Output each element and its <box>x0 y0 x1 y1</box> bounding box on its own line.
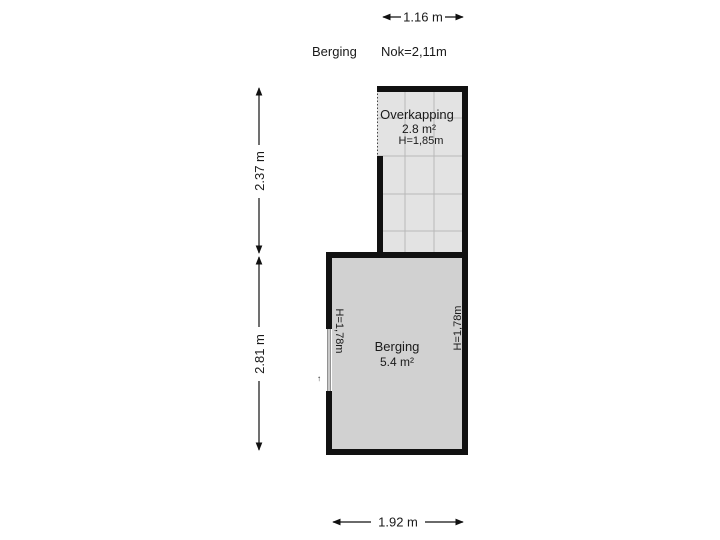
overkapping-height: H=1,85m <box>399 135 444 147</box>
wall-left-lower-top <box>326 252 332 329</box>
left-upper-height-dimension: 2.37 m <box>252 87 267 254</box>
wall-right-lower <box>462 252 468 455</box>
overkapping-floor <box>377 90 464 254</box>
wall-left-upper <box>377 156 383 256</box>
wall-left-lower-bottom <box>326 391 332 455</box>
berging-height-left: H=1,78m <box>333 309 345 354</box>
top-width-dimension: 1.16 m <box>382 10 464 25</box>
berging-name: Berging <box>375 339 420 354</box>
room-overkapping: Overkapping 2.8 m² H=1,85m <box>377 86 468 258</box>
left-upper-height-label: 2.37 m <box>252 151 267 191</box>
overkapping-area: 2.8 m² <box>402 122 436 136</box>
berging-area: 5.4 m² <box>380 355 414 369</box>
bottom-width-dimension: 1.92 m <box>332 515 464 530</box>
berging-height-right: H=1,78m <box>452 306 464 351</box>
wall-right-upper <box>462 86 468 258</box>
wall-middle <box>326 252 468 258</box>
door-arrow-icon: ↑ <box>317 374 321 383</box>
bottom-width-label: 1.92 m <box>378 515 418 530</box>
floor-name-label: Berging <box>312 44 357 59</box>
room-berging: ↑ Berging 5.4 m² H=1,78m H=1,78m <box>317 252 468 455</box>
door: ↑ <box>317 329 332 391</box>
ridge-height-label: Nok=2,11m <box>381 44 447 59</box>
wall-top <box>377 86 468 92</box>
overkapping-name: Overkapping <box>380 107 454 122</box>
wall-bottom <box>326 449 468 455</box>
left-lower-height-dimension: 2.81 m <box>252 256 267 451</box>
berging-floor <box>331 256 464 450</box>
tile-grid <box>377 90 464 254</box>
top-width-label: 1.16 m <box>403 10 443 25</box>
left-lower-height-label: 2.81 m <box>252 334 267 374</box>
